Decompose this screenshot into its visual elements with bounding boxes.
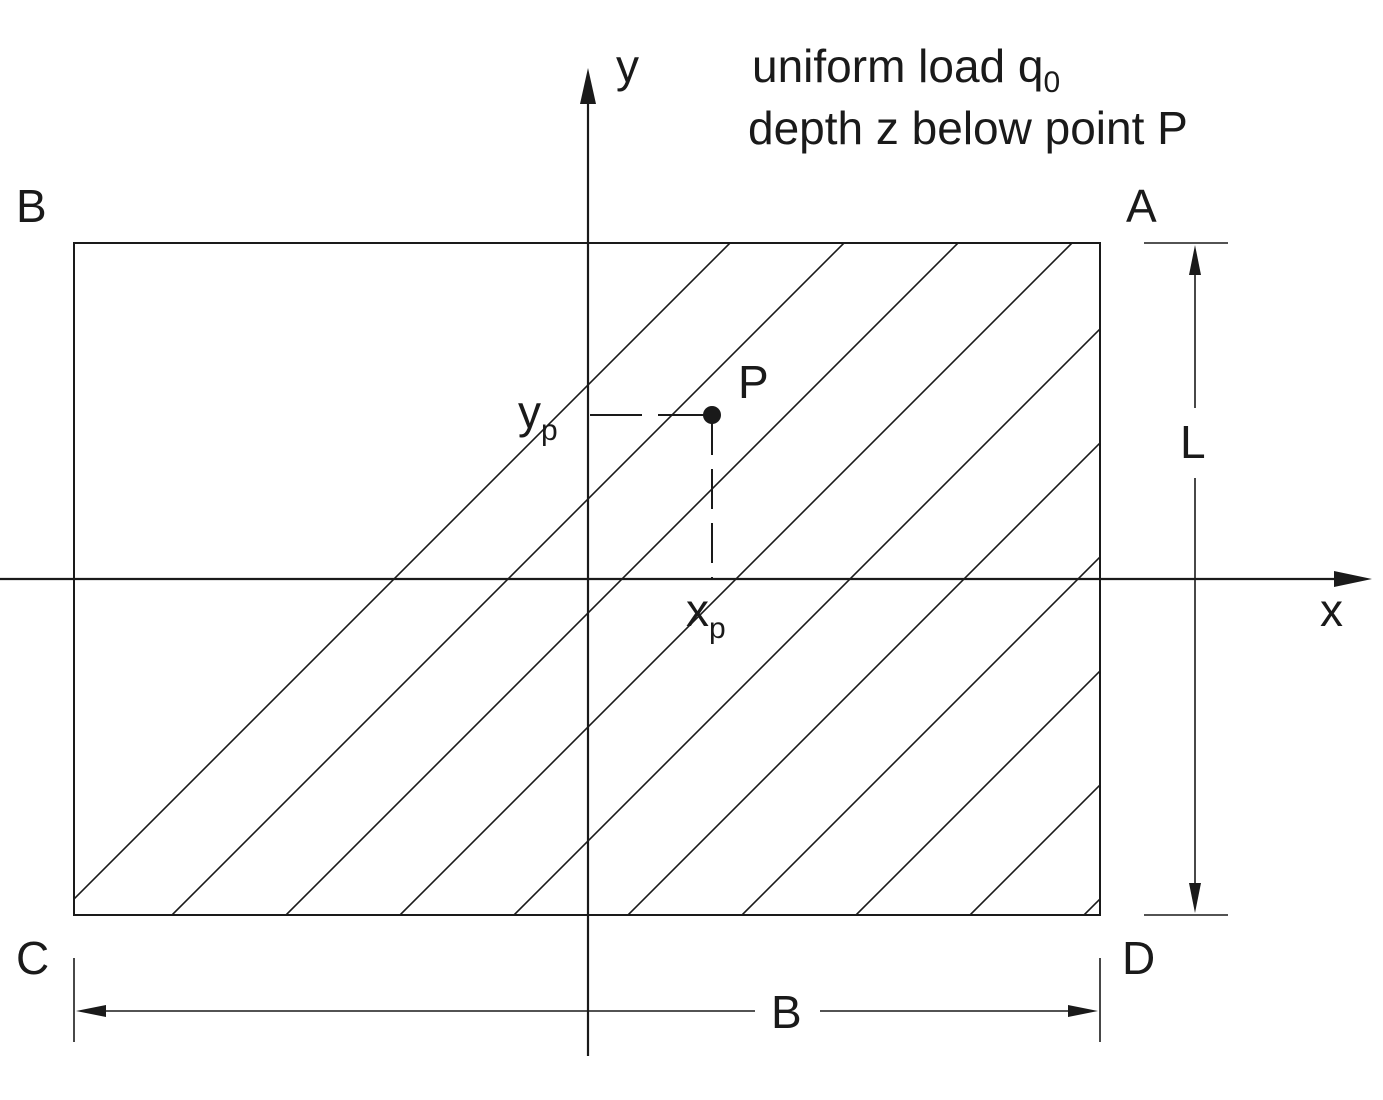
hatch-line bbox=[855, 669, 1100, 915]
y-axis-arrowhead bbox=[580, 68, 596, 104]
yp-label-subscript: p bbox=[541, 414, 558, 447]
l-arrowhead-bottom bbox=[1189, 883, 1201, 913]
corner-label-b: B bbox=[16, 180, 47, 232]
point-p-label: P bbox=[738, 356, 769, 408]
yp-label: yp bbox=[518, 386, 558, 447]
load-annotation-subscript: 0 bbox=[1044, 66, 1061, 99]
depth-annotation: depth z below point P bbox=[748, 102, 1188, 154]
yp-label-base: y bbox=[518, 386, 541, 438]
y-axis-label: y bbox=[616, 40, 639, 92]
corner-label-c: C bbox=[16, 932, 49, 984]
hatch-line bbox=[969, 783, 1100, 915]
l-arrowhead-top bbox=[1189, 245, 1201, 275]
x-axis-label: x bbox=[1320, 584, 1343, 636]
point-p-marker bbox=[703, 406, 721, 424]
xp-label-subscript: p bbox=[709, 612, 726, 645]
corner-label-d: D bbox=[1122, 932, 1155, 984]
xp-label-base: x bbox=[686, 584, 709, 636]
hatch-pattern bbox=[74, 243, 1100, 915]
dimension-label-b: B bbox=[771, 986, 802, 1038]
load-annotation: uniform load q0 bbox=[752, 40, 1060, 99]
load-annotation-text: uniform load q bbox=[752, 40, 1044, 92]
dimension-label-l: L bbox=[1180, 416, 1206, 468]
b-arrowhead-right bbox=[1068, 1005, 1098, 1017]
b-arrowhead-left bbox=[76, 1005, 106, 1017]
x-axis-arrowhead bbox=[1334, 571, 1372, 587]
corner-label-a: A bbox=[1126, 180, 1157, 232]
xp-label: xp bbox=[686, 584, 726, 645]
